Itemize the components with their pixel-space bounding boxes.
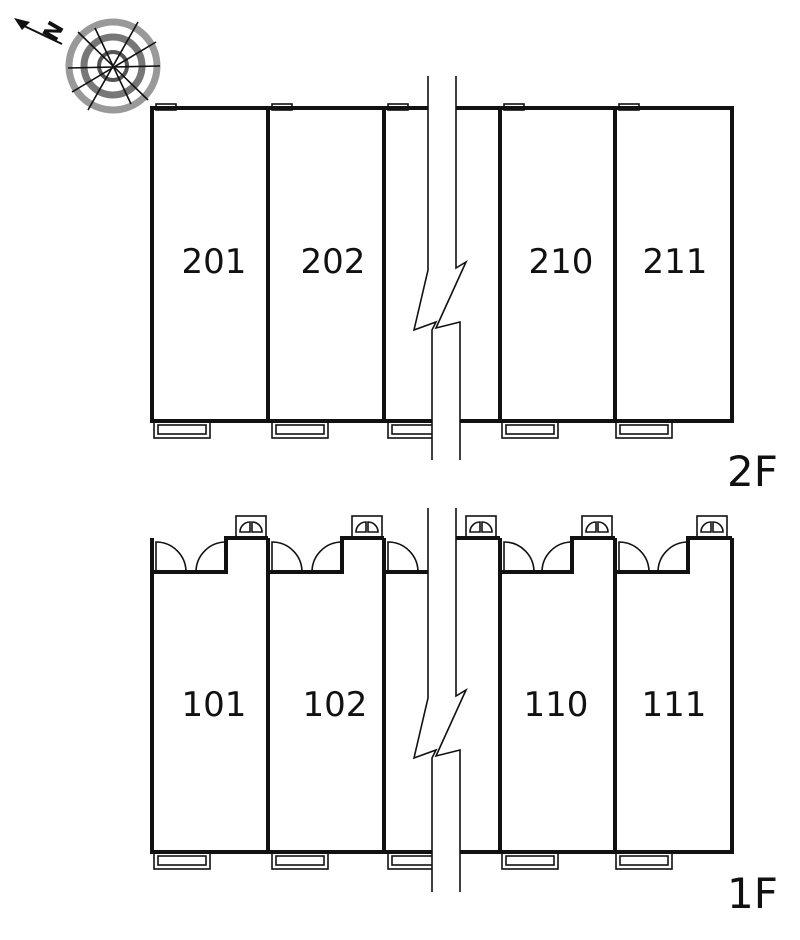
unit-label: 111 xyxy=(642,685,707,725)
floor-2f: 201 202 210 211 2F xyxy=(150,76,778,496)
unit-label: 202 xyxy=(301,242,366,282)
balconies-2f xyxy=(153,420,673,439)
windows-top-2f xyxy=(155,103,640,111)
unit-label: 210 xyxy=(529,242,594,282)
break-symbol-1f xyxy=(412,508,468,892)
unit-label: 201 xyxy=(182,242,247,282)
unit-label: 211 xyxy=(643,242,708,282)
compass-icon: N xyxy=(14,18,161,114)
compass-north-label: N xyxy=(39,18,70,46)
storage-doors-1f xyxy=(235,515,728,539)
door-swings-1f xyxy=(155,541,689,573)
floor-1f: 101 102 110 111 1F xyxy=(150,508,778,918)
break-symbol-2f xyxy=(412,76,468,460)
floor-label: 2F xyxy=(727,447,778,496)
unit-label: 102 xyxy=(303,685,368,725)
unit-label: 101 xyxy=(182,685,247,725)
balconies-1f xyxy=(153,851,673,870)
floor-label: 1F xyxy=(727,869,778,918)
unit-label: 110 xyxy=(524,685,589,725)
